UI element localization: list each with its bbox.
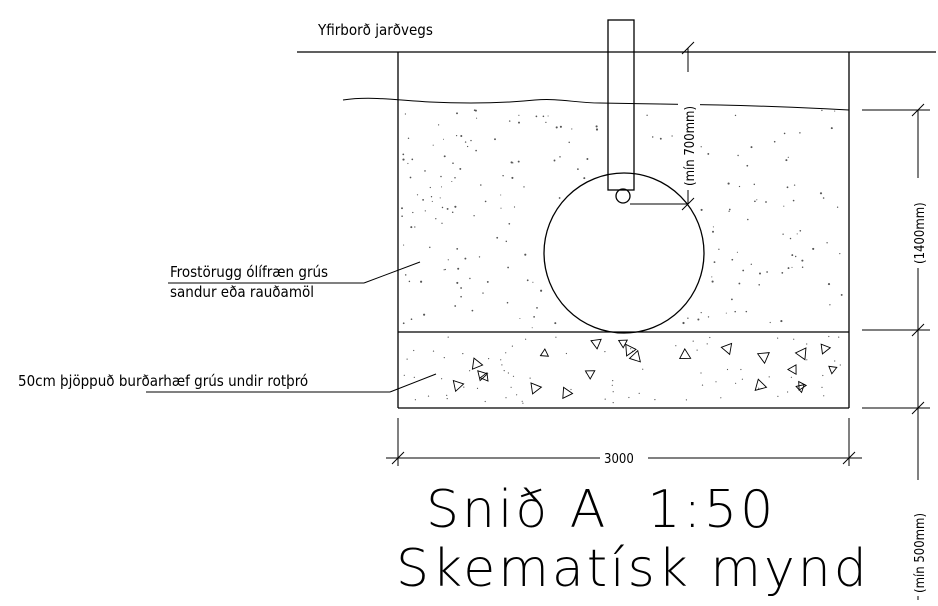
width-dimension: 3000	[386, 418, 862, 467]
backfill-label-line1: Frostörugg ólífræn grús	[170, 263, 328, 281]
section-subtitle: Skematísk mynd	[396, 539, 870, 599]
backfill-stipple	[401, 109, 843, 329]
inlet-pipe	[615, 188, 631, 204]
backfill-surface-line	[342, 97, 850, 111]
width-text: 3000	[604, 452, 634, 467]
section-title: Snið A 1:50	[426, 480, 776, 540]
bedding-gravel	[403, 335, 841, 404]
min-cover-dimension: (mín 700mm)	[678, 41, 700, 211]
backfill-label-line2: sandur eða rauðamöl	[170, 283, 314, 301]
min-base-dimension: (mín 500mm)	[908, 330, 930, 600]
min-base-text: (mín 500mm)	[913, 513, 928, 593]
septic-tank	[543, 172, 705, 334]
ground-surface-label: Yfirborð jarðvegs	[317, 21, 433, 39]
riser-pipe	[607, 19, 635, 191]
depth-dimension: (1400mm)	[862, 103, 930, 409]
bedding-label: 50cm þjöppuð burðarhæf grús undir rotþró	[18, 372, 308, 390]
min-cover-text: (mín 700mm)	[683, 106, 698, 186]
depth-text: (1400mm)	[913, 202, 928, 264]
